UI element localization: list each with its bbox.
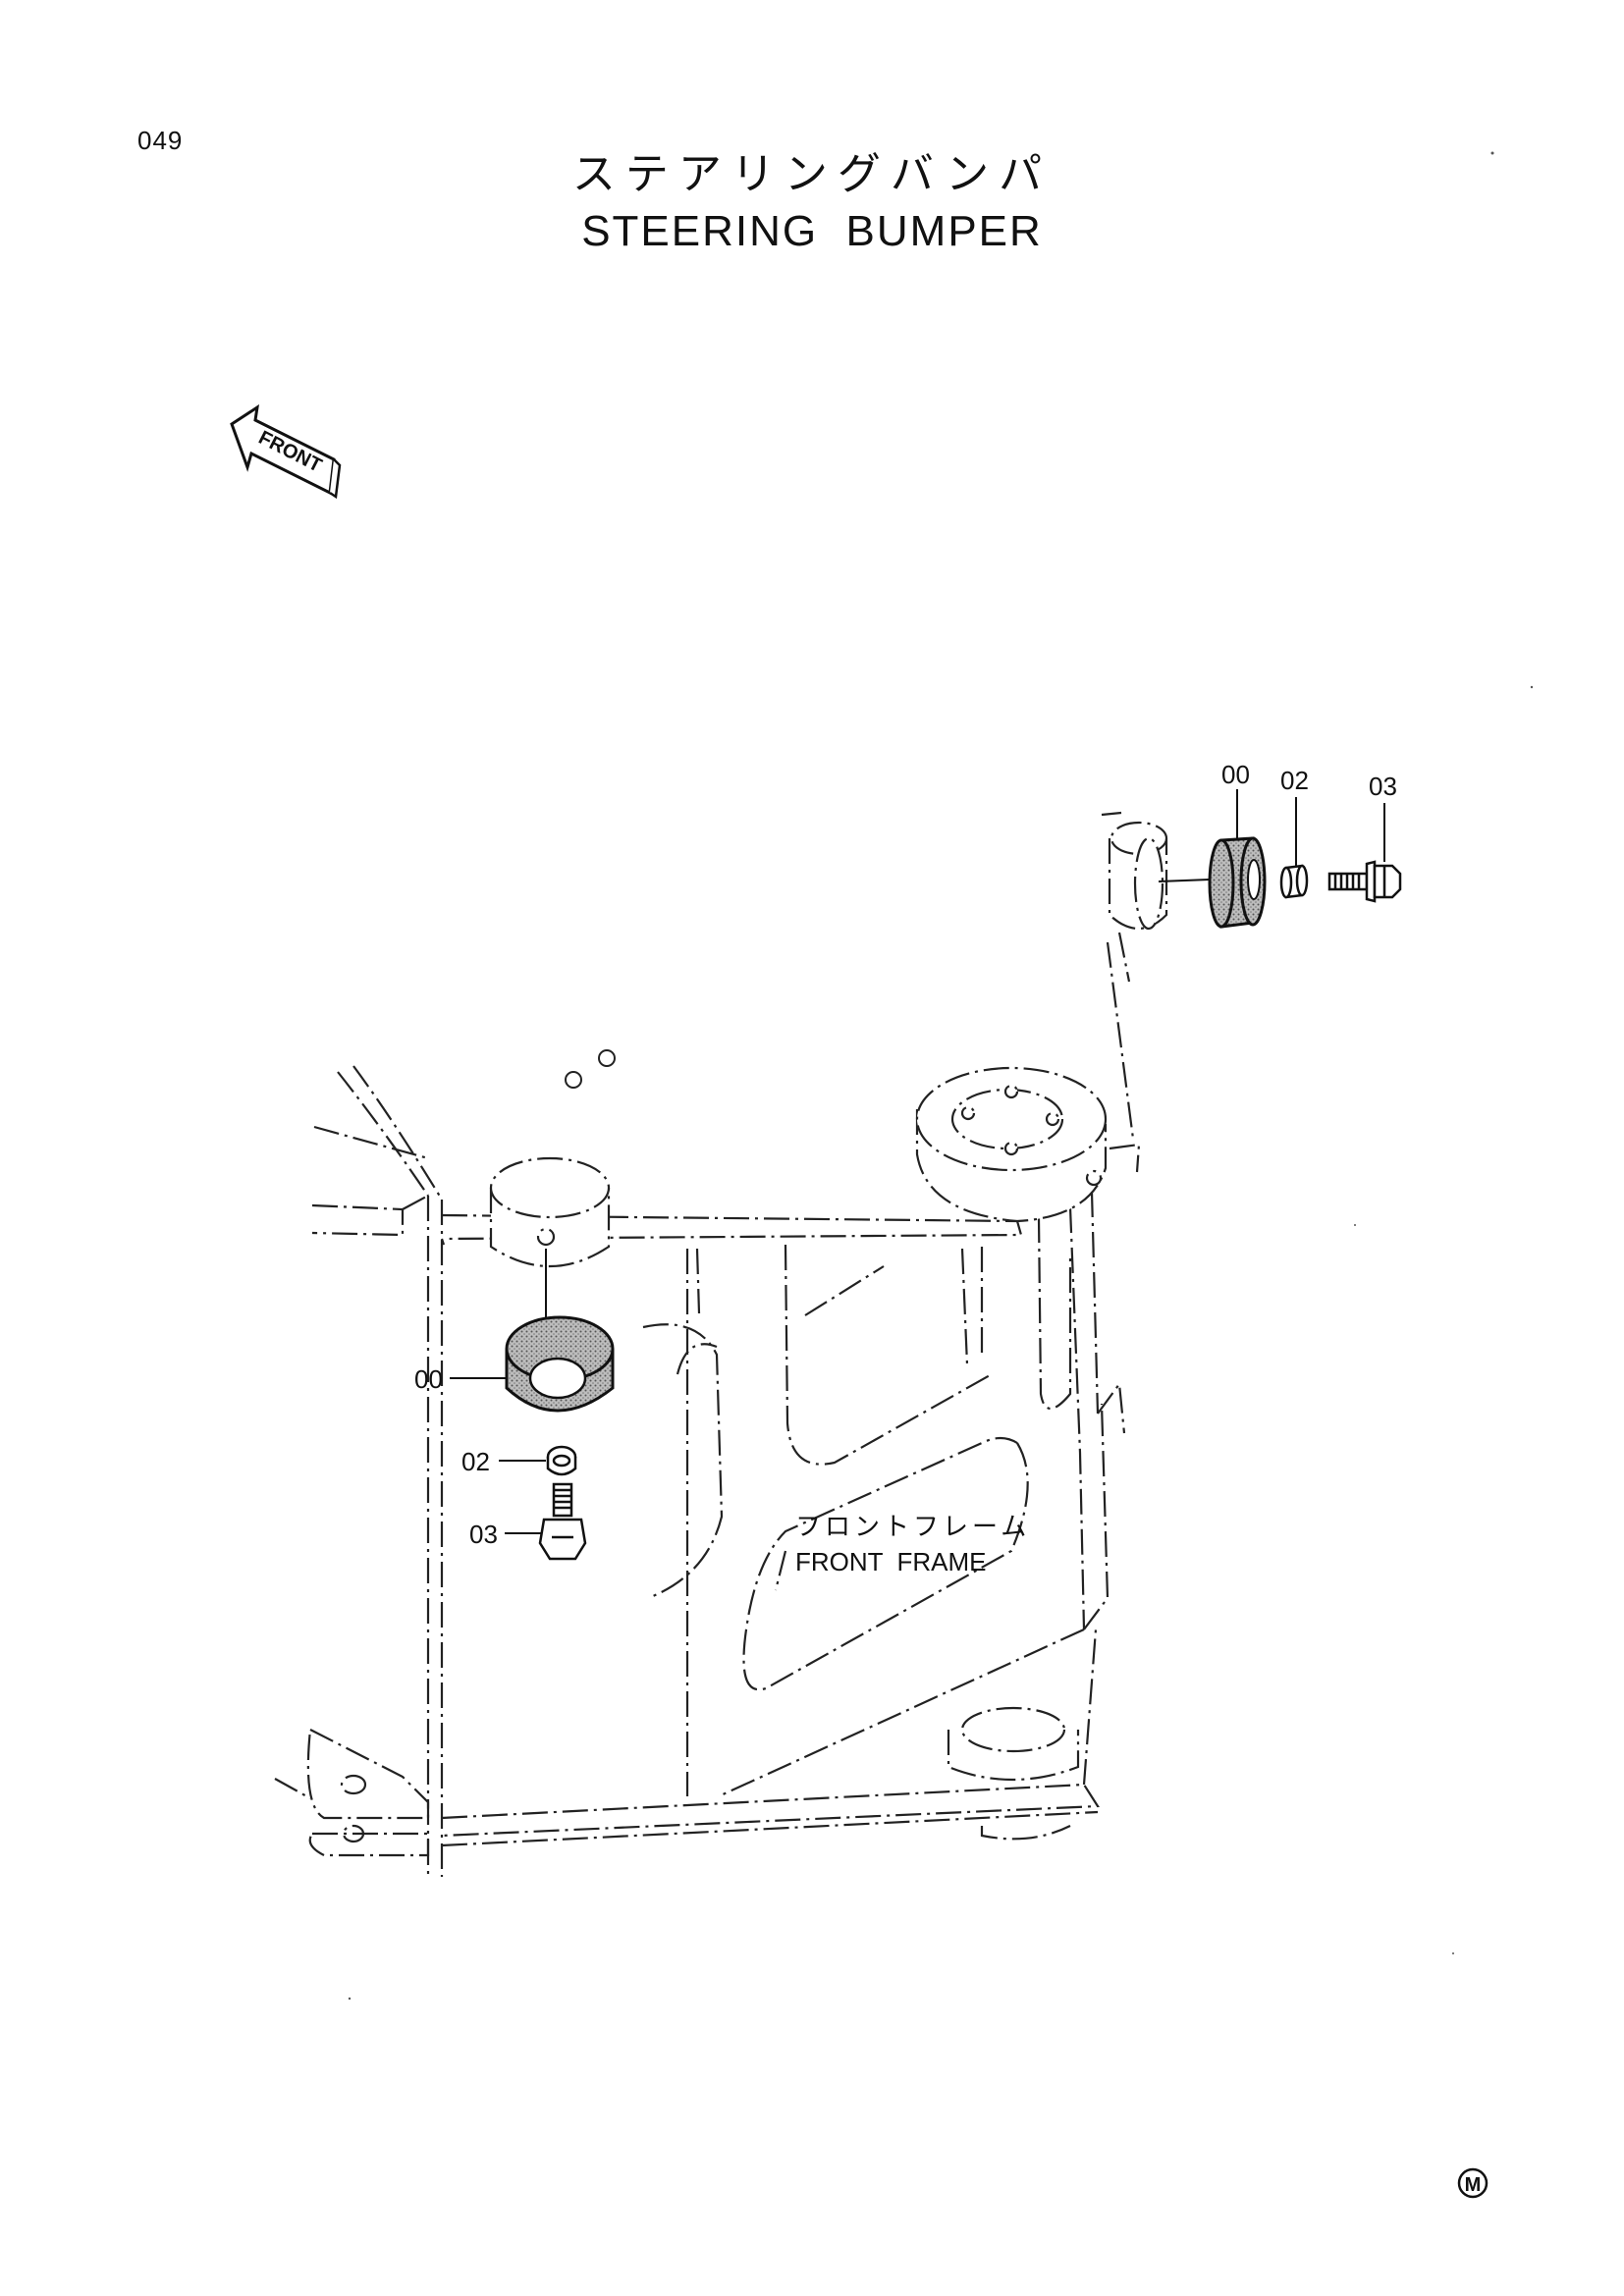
title-japanese: ステアリングバンパ xyxy=(571,149,1053,199)
lower-spacer-02 xyxy=(546,1445,577,1476)
lower-callouts xyxy=(450,1377,546,1534)
front-frame xyxy=(274,811,1135,1880)
lower-bumper-00 xyxy=(505,1315,615,1413)
lower-bumper-seat xyxy=(489,1156,611,1268)
callout-upper-02: 02 xyxy=(1280,766,1309,795)
frame-label-english: FRONT FRAME xyxy=(795,1547,987,1576)
callout-upper-00: 00 xyxy=(1221,760,1250,789)
callout-lower-03: 03 xyxy=(469,1520,498,1549)
pivot-housing xyxy=(915,1066,1141,1223)
page-number: 049 xyxy=(137,126,184,155)
front-arrow-icon: FRONT xyxy=(230,403,342,500)
callout-lower-02: 02 xyxy=(461,1447,490,1476)
callout-upper-03: 03 xyxy=(1369,772,1397,801)
frame-label-japanese: フロントフレーム xyxy=(795,1512,1030,1541)
upper-bumper-00 xyxy=(1208,836,1267,929)
m-mark-label: M xyxy=(1465,2174,1482,2196)
title-english: STEERING BUMPER xyxy=(581,207,1043,255)
upper-bumper-seat xyxy=(1108,821,1168,931)
frame-holes xyxy=(565,1049,616,1089)
scan-specks xyxy=(348,151,1534,2001)
upper-spacer-02 xyxy=(1279,864,1309,899)
upper-bolt-03 xyxy=(1327,860,1402,903)
callout-lower-00: 00 xyxy=(414,1364,443,1394)
page-title: ステアリングバンパ STEERING BUMPER xyxy=(0,147,1624,259)
upper-callouts xyxy=(1236,789,1385,866)
m-mark-icon: M xyxy=(1457,2167,1489,2199)
lower-bolt-03 xyxy=(538,1482,587,1561)
